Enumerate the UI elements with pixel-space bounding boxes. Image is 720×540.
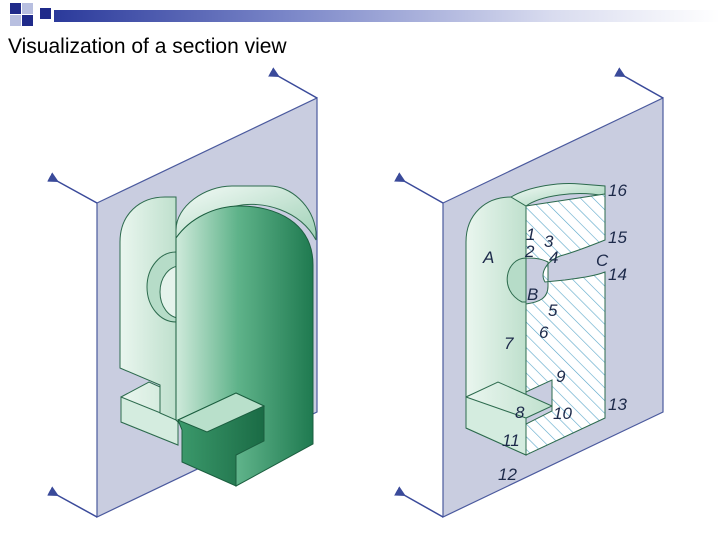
label-C: C (596, 251, 609, 270)
left-arrow-top-right (268, 67, 318, 99)
left-illustration (47, 67, 318, 518)
label-A: A (482, 248, 494, 267)
label-13: 13 (608, 395, 627, 414)
square-dark-1 (10, 3, 21, 14)
label-10: 10 (553, 404, 572, 423)
square-light-2 (10, 15, 21, 26)
label-16: 16 (608, 181, 627, 200)
label-8: 8 (515, 403, 525, 422)
label-11: 11 (502, 431, 520, 450)
right-illustration (394, 67, 664, 518)
label-14: 14 (608, 265, 627, 284)
label-15: 15 (608, 228, 627, 247)
square-light-1 (22, 3, 33, 14)
section-hatch-face (525, 193, 606, 456)
section-view-figure: A B C 1 2 3 4 5 6 7 8 9 10 11 12 13 14 1… (47, 67, 664, 518)
title-bar-decoration (0, 0, 720, 36)
left-arrow-bottom (47, 486, 98, 518)
right-arrow-top-right (614, 67, 664, 99)
label-1: 1 (526, 225, 535, 244)
title-gradient-bar (54, 10, 720, 22)
label-B: B (527, 285, 538, 304)
label-3: 3 (544, 232, 554, 251)
right-arrow-bottom (394, 486, 444, 518)
page-title: Visualization of a section view (8, 35, 287, 58)
label-4: 4 (549, 248, 558, 267)
label-2: 2 (524, 242, 535, 261)
left-arrow-top (47, 172, 98, 204)
right-arrow-top (394, 172, 444, 204)
label-5: 5 (548, 301, 558, 320)
label-12: 12 (498, 465, 517, 484)
right-hole-half (506, 257, 527, 303)
square-dark-3 (40, 8, 51, 19)
square-dark-2 (22, 15, 33, 26)
left-upright-light (119, 196, 177, 421)
label-6: 6 (539, 323, 549, 342)
label-7: 7 (504, 334, 514, 353)
label-9: 9 (556, 367, 566, 386)
